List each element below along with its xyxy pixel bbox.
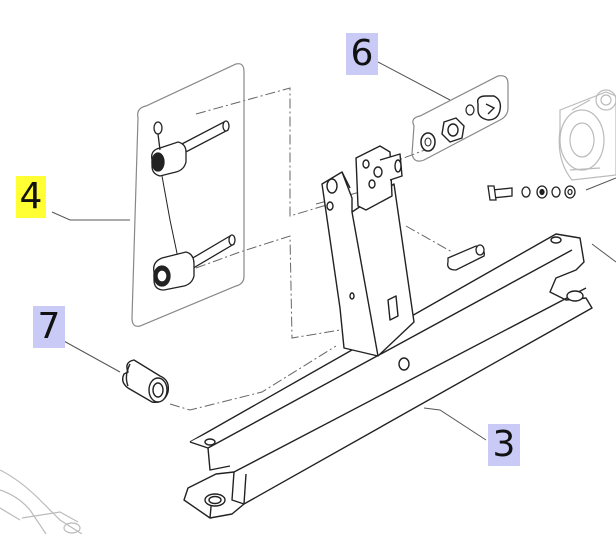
part-4-panel	[131, 63, 245, 327]
lock-pin-bottom	[153, 234, 236, 291]
faded-wheel-top-right	[558, 89, 616, 181]
callout-4: 4	[16, 176, 46, 218]
callout-3: 3	[488, 424, 520, 466]
faded-part-bottom-left	[0, 469, 83, 534]
lanyard-cable	[161, 175, 179, 259]
part-7-bushing	[121, 359, 170, 403]
callout-leaders	[51, 61, 616, 441]
lock-pin-top	[151, 120, 230, 177]
bolt-washer-set	[487, 185, 576, 201]
small-washer	[465, 104, 475, 116]
callout-7: 7	[33, 306, 65, 348]
end-cap	[476, 95, 502, 121]
callout-6: 6	[346, 33, 378, 75]
part-3-main-frame	[183, 145, 593, 519]
loose-pin	[447, 244, 485, 271]
hex-nut	[441, 117, 465, 143]
part-6-panel	[411, 75, 509, 162]
